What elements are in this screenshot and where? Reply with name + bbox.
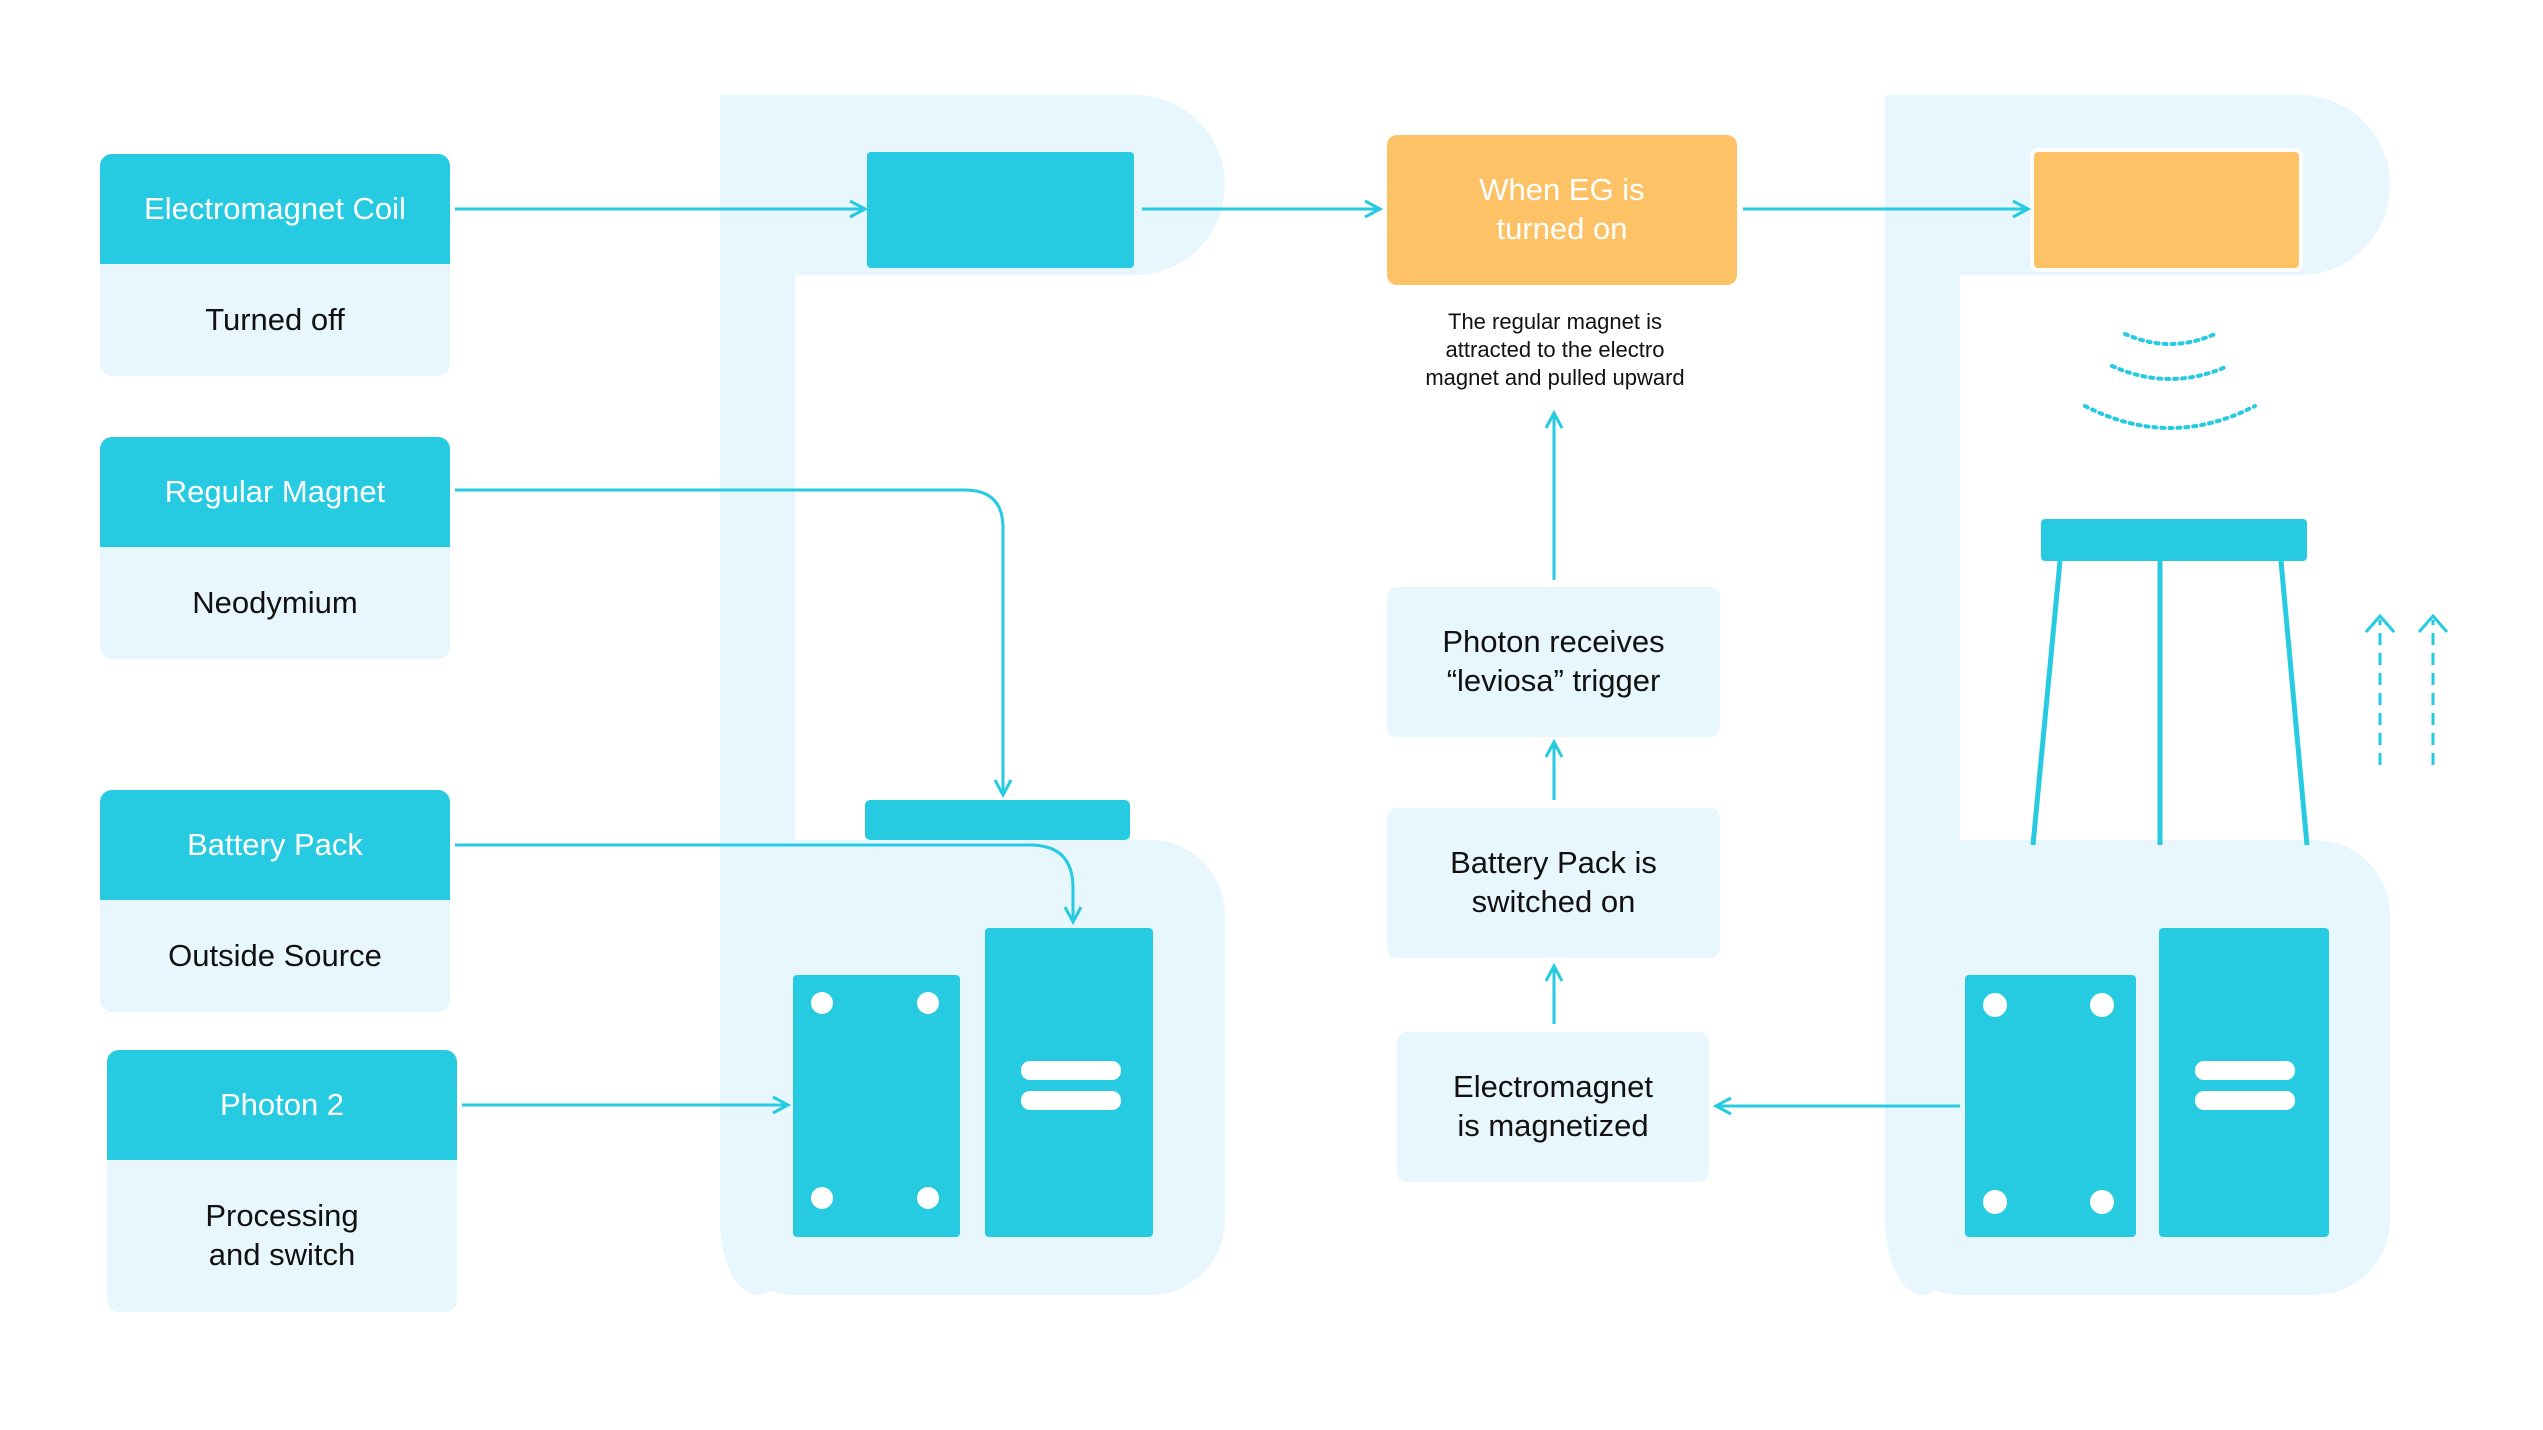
arrow-magnet-to-device — [455, 488, 1003, 795]
legend-card-title: Photon 2 — [107, 1050, 457, 1160]
legend-card-regular-magnet: Regular Magnet Neodymium — [100, 437, 450, 659]
upward-motion-arrows — [2364, 613, 2449, 765]
magnetic-field-waves — [2083, 332, 2257, 430]
legend-card-desc: Outside Source — [168, 938, 382, 973]
step-battery-on: Battery Pack is switched on — [1387, 808, 1720, 958]
arrow-battery-to-device — [455, 843, 1073, 922]
electromagnet-coil-off — [867, 152, 1134, 268]
attraction-note: The regular magnet is attracted to the e… — [1425, 309, 1685, 391]
photon-board-left — [793, 975, 960, 1237]
step-electromagnet-magnetized: Electromagnet is magnetized — [1397, 1032, 1709, 1182]
electromagnet-coil-on — [2030, 148, 2303, 272]
regular-magnet-bar — [865, 800, 1130, 840]
battery-pack-right — [2159, 928, 2329, 1237]
levitating-stool — [2030, 519, 2310, 846]
legend-card-title: Battery Pack — [100, 790, 450, 900]
when-eg-on-box: When EG is turned on — [1387, 135, 1737, 285]
legend-card-photon: Photon 2 Processing and switch — [107, 1050, 457, 1312]
legend-card-desc: Turned off — [205, 302, 345, 337]
legend-card-title: Electromagnet Coil — [100, 154, 450, 264]
legend-card-battery-pack: Battery Pack Outside Source — [100, 790, 450, 1012]
photon-board-right — [1965, 975, 2136, 1237]
battery-pack-left — [985, 928, 1153, 1237]
legend-card-desc: Neodymium — [192, 585, 358, 620]
step-photon-trigger: Photon receives “leviosa” trigger — [1387, 587, 1720, 737]
legend-card-desc: Processing and switch — [205, 1198, 359, 1272]
legend-card-electromagnet-coil: Electromagnet Coil Turned off — [100, 154, 450, 376]
legend-card-title: Regular Magnet — [100, 437, 450, 547]
